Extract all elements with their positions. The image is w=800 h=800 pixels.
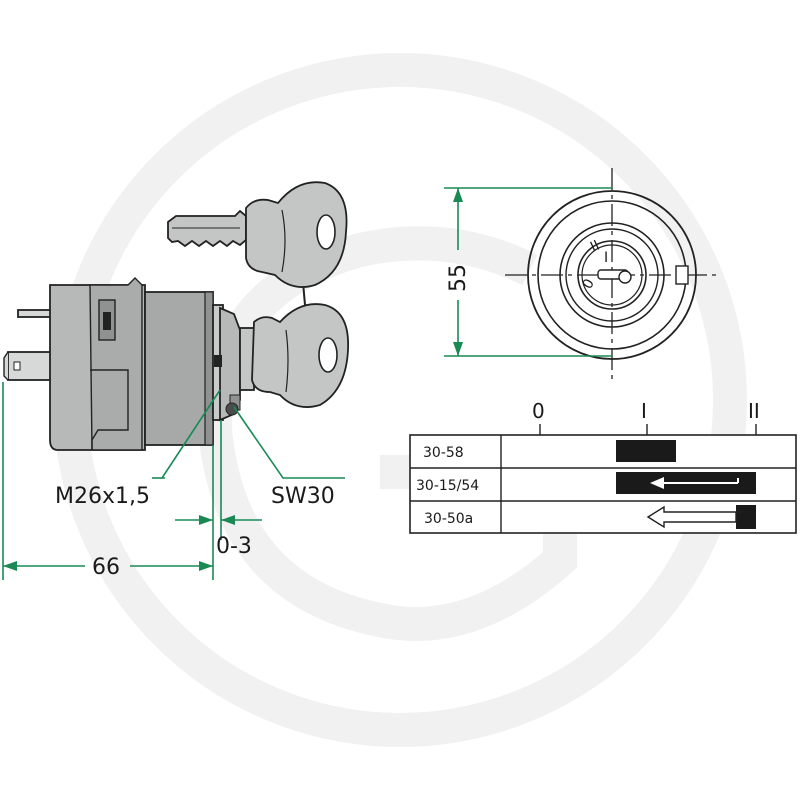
inserted-key bbox=[251, 303, 349, 408]
diameter-dimension: 55 bbox=[444, 187, 612, 357]
spare-key bbox=[167, 181, 348, 288]
lock-cylinder-face bbox=[577, 240, 647, 310]
svg-text:II: II bbox=[588, 238, 602, 256]
adjust-range-label: 0-3 bbox=[216, 534, 252, 559]
sw30-leader-line bbox=[233, 406, 345, 479]
thread-label: M26x1,5 bbox=[55, 484, 150, 509]
terminal-pin-upper bbox=[17, 309, 53, 318]
position-label-1: I bbox=[641, 399, 647, 423]
length-dimension: 66 bbox=[2, 382, 214, 580]
row-1-contact-bar bbox=[616, 440, 676, 462]
terminal-label-row-2: 30-15/54 bbox=[416, 478, 479, 494]
front-notch bbox=[675, 265, 689, 285]
adjust-dimension: 0-3 bbox=[175, 420, 262, 559]
terminal-label-row-3: 30-50a bbox=[424, 511, 473, 527]
switch-front-view: 0 I II bbox=[505, 168, 718, 383]
svg-text:I: I bbox=[604, 250, 608, 266]
position-label-0: 0 bbox=[532, 399, 545, 423]
length-label: 66 bbox=[92, 555, 120, 580]
wrench-size-label: SW30 bbox=[271, 484, 335, 509]
row-3-momentary-arrow bbox=[646, 505, 756, 529]
diameter-label: 55 bbox=[446, 264, 471, 292]
row-2-return-arrow bbox=[650, 477, 664, 489]
terminal-label-row-1: 30-58 bbox=[423, 445, 464, 461]
switch-housing-main bbox=[144, 291, 214, 446]
switch-side-view bbox=[3, 277, 255, 451]
position-label-2: II bbox=[748, 399, 760, 423]
svg-text:0: 0 bbox=[580, 276, 598, 292]
switch-position-table: 0 I II 30-58 30-15/54 30-50a bbox=[409, 399, 797, 534]
front-outer-ring bbox=[527, 190, 697, 360]
